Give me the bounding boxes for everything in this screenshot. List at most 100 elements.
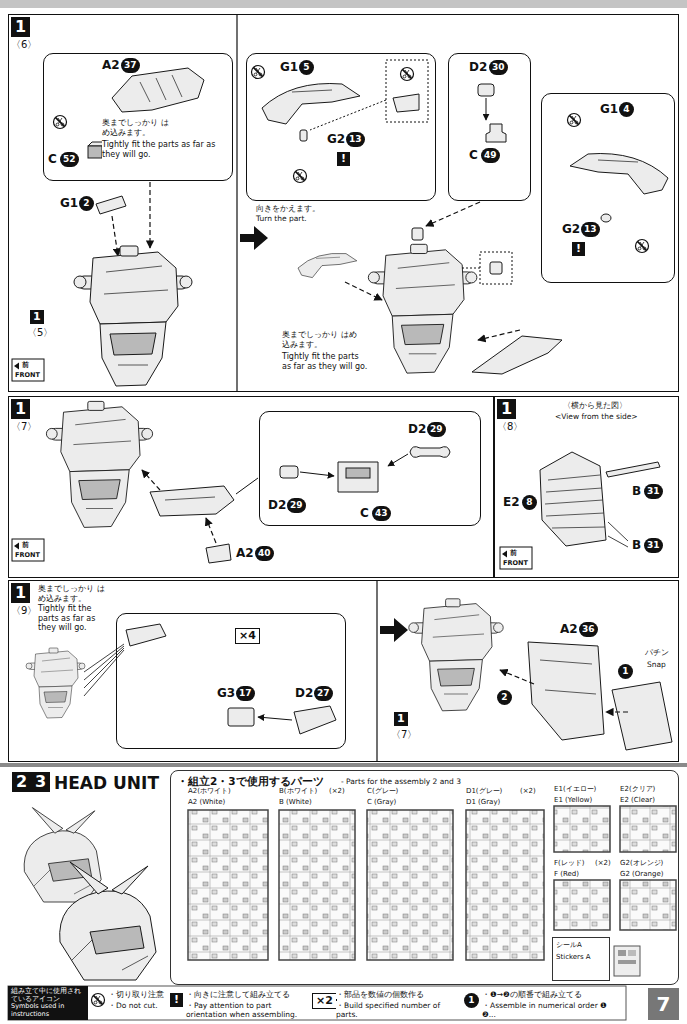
step-number: 1 <box>11 17 30 37</box>
assembly-step-6 <box>252 66 265 79</box>
assembly-step-9 <box>380 618 408 642</box>
runner-sheet: B(ホワイト)(×2)B (White) <box>277 787 361 965</box>
assembly-step-9 <box>294 706 336 734</box>
runner-drawing <box>188 810 268 960</box>
runner-drawing <box>188 806 676 976</box>
assembly-step-6 <box>112 216 118 256</box>
runner-label: C(グレー) <box>367 787 398 796</box>
callout-box: D230C49 <box>448 53 531 201</box>
assembly-step-6 <box>426 202 480 226</box>
part-number: 13 <box>346 132 365 147</box>
runner-label: G2(オレンジ) <box>620 859 663 868</box>
order-number: 2 <box>497 690 512 705</box>
note-text: ・❶→❷の順番で組み立てる <box>482 990 582 999</box>
note-text: Turn the part. <box>256 214 307 223</box>
runner-label: E1 (Yellow) <box>554 796 592 805</box>
part-runner: D2 <box>469 60 487 75</box>
page-number-text: 7 <box>648 988 679 1020</box>
section-divider <box>0 763 687 767</box>
assembly-step-9 <box>606 711 628 712</box>
part-number: 17 <box>236 686 255 701</box>
assembly-step-6 <box>401 68 414 81</box>
runner-drawing <box>618 960 636 964</box>
runner-label: (×2) <box>329 787 345 796</box>
assembly-step-7 <box>280 466 298 478</box>
runner-sheet: G2(オレンジ)G2 (Orange) <box>618 859 678 933</box>
substep-number: 〈8〉 <box>497 421 523 433</box>
assembly-step-8 <box>545 475 605 528</box>
assembly-step-6 <box>486 98 487 120</box>
assembly-step-6 <box>636 240 649 253</box>
assembly-step-7 <box>410 447 450 458</box>
callout-box: ×4G317D227 <box>116 613 346 749</box>
assembly-step-9 <box>84 644 124 696</box>
assembly-step-9 <box>26 581 672 761</box>
symbol-legend <box>8 986 626 1020</box>
part-runner: G3 <box>217 686 235 701</box>
instruction-note: Tightly fit the parts as far as they wil… <box>102 140 227 159</box>
assembly-step-7 <box>12 539 44 561</box>
step-number: 1 <box>11 399 30 419</box>
part-runner: D2 <box>295 686 313 701</box>
assembly-step-6 <box>54 116 67 129</box>
runner-drawing <box>620 880 676 930</box>
part-runner: E2 <box>503 495 520 510</box>
note-text: ・Build specified number of parts. <box>336 1001 458 1019</box>
note-text: ・Do not cut. <box>108 1001 158 1010</box>
runner-label: A2 (White) <box>188 798 225 807</box>
assembly-step-6 <box>240 226 268 250</box>
assembly-step-6 <box>140 75 182 102</box>
assembly-step-7 <box>12 401 450 563</box>
front-indicator: 前 <box>510 549 517 557</box>
part-number: 31 <box>644 538 663 553</box>
runner-label: Stickers A <box>556 953 591 962</box>
note-text: ・Pay attention to part orientation when … <box>186 1001 306 1019</box>
runner-drawing <box>618 950 626 956</box>
assembly-step-8 <box>608 522 628 547</box>
part-number: 5 <box>299 60 314 75</box>
assembly-step-6 <box>310 100 386 130</box>
symbol-legend <box>92 994 105 1007</box>
runner-drawing <box>628 950 636 956</box>
head-unit-preview <box>60 862 156 980</box>
assembly-step-6 <box>490 262 502 274</box>
part-number: 43 <box>372 506 391 521</box>
assembly-step-7 <box>206 518 216 543</box>
runner-label: A2(ホワイト) <box>188 787 231 796</box>
head-unit-preview <box>24 808 101 902</box>
part-number: 36 <box>579 622 598 637</box>
legend-heading-text: Symbols used in instructions <box>11 1003 85 1018</box>
part-number: 40 <box>255 546 274 561</box>
page-edge <box>0 0 687 8</box>
part-runner: A2 <box>236 546 254 561</box>
substep-number: 〈9〉 <box>11 605 37 617</box>
step-number: 2 <box>12 772 31 792</box>
note-text: パチン <box>645 648 669 657</box>
runner-sheet: D1(グレー)(×2)D1 (Gray) <box>464 787 548 965</box>
assembly-step-6 <box>472 336 562 374</box>
assembly-step-9 <box>126 624 166 646</box>
substep-number: 〈7〉 <box>11 421 37 433</box>
note-text: Snap <box>647 660 666 669</box>
runner-drawing <box>614 946 640 976</box>
note-text: ・切り取り注意 <box>108 990 164 999</box>
runner-label: E2(クリア) <box>620 785 655 794</box>
note-text: ・部品を数値の個数作る <box>336 990 424 999</box>
note-text: 〈横から見た図〉 <box>563 401 627 410</box>
assembly-step-9 <box>376 581 377 761</box>
callout-box: D229C43D229 <box>259 411 481 526</box>
legend-heading-text: 組み立て中に使用されているアイコン <box>11 988 85 1003</box>
assembly-step-6 <box>601 214 611 222</box>
part-runner: A2 <box>560 622 578 637</box>
assembly-step-6 <box>298 253 357 277</box>
note-text: <View from the side> <box>555 412 638 421</box>
runner-label: E1(イエロー) <box>554 785 596 794</box>
step-number: 1 <box>497 399 516 419</box>
assembly-step-9 <box>540 660 596 694</box>
part-number: 13 <box>581 222 600 237</box>
part-number: 30 <box>489 60 508 75</box>
assembly-step-6 <box>12 359 44 381</box>
runner-sheet: A2(ホワイト) A2 (White) <box>186 787 272 965</box>
runner-sheet: E2(クリア)E2 (Clear) <box>618 785 678 857</box>
